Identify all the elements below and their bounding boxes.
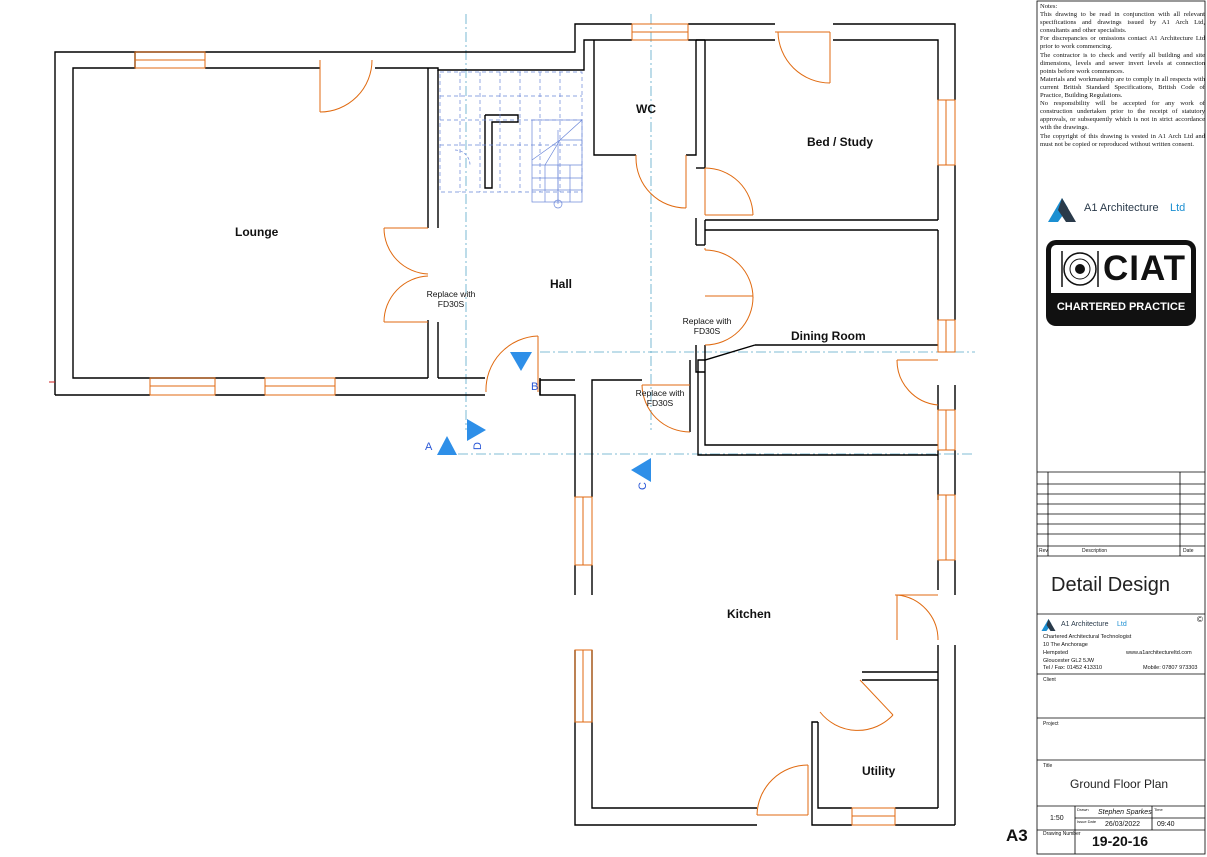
revision-header-description: Description [1082,548,1108,554]
telephone: Tel / Fax: 01452 413310 [1043,665,1103,671]
door-note-dining-line2: FD30S [694,326,721,336]
time-label: Time [1154,807,1163,812]
ciat-subtitle: CHARTERED PRACTICE [1056,301,1186,313]
section-label-a: A [425,441,433,453]
room-label-bed-study: Bed / Study [807,135,873,149]
notes-heading: Notes: [1040,3,1058,10]
issue-time: 09:40 [1157,821,1175,828]
drawing-title: Ground Floor Plan [1070,777,1169,791]
ciat-chartered-practice-logo: CIAT CHARTERED PRACTICE [1046,240,1196,326]
company-logo: A1 Architecture Ltd [1041,616,1141,634]
revision-header-rev: Rev [1039,548,1048,554]
section-arrow-b [510,352,532,371]
room-label-kitchen: Kitchen [727,607,771,621]
room-label-wc: WC [636,102,656,116]
room-label-lounge: Lounge [235,225,279,239]
mobile: Mobile: 07807 973303 [1143,665,1198,671]
drawing-number: 19-20-16 [1092,833,1149,849]
a1-logo-icon [1048,198,1076,222]
section-lines [458,14,975,455]
section-arrow-c [631,458,651,482]
door-note-lounge-line1: Replace with [427,289,476,299]
section-label-d: D [472,442,484,450]
section-arrow-a [437,436,457,455]
client-label: Client [1043,677,1056,683]
sheet-size: A3 [1006,826,1028,845]
drawn-label: Drawn [1077,807,1089,812]
company-logo-icon [1041,619,1056,631]
note-paragraph: The copyright of this drawing is vested … [1040,132,1205,148]
room-label-dining: Dining Room [791,329,866,343]
a1-logo-suffix: Ltd [1170,202,1186,214]
windows [134,23,956,826]
drawing-notes: Notes: This drawing to be read in conjun… [1040,3,1205,183]
address-line-2: Hempsted [1043,650,1069,656]
note-paragraph: Materials and workmanship are to comply … [1040,75,1205,100]
title-label: Title [1043,763,1053,769]
note-paragraph: For discrepancies or omissions contact A… [1040,35,1205,51]
door-note-kitchen-line1: Replace with [636,388,685,398]
door-note-lounge-line2: FD30S [438,299,465,309]
door-note-dining-line1: Replace with [683,316,732,326]
website: www.a1architectureltd.com [1126,650,1192,656]
room-label-utility: Utility [862,764,896,778]
design-stage: Detail Design [1051,574,1170,596]
note-paragraph: This drawing to be read in conjunction w… [1040,11,1205,35]
company-logo-text: A1 Architecture [1061,621,1109,628]
scale: 1:50 [1050,815,1064,822]
revision-header-date: Date [1183,548,1194,554]
drawing-number-label: Drawing Number [1043,831,1081,837]
doors [319,31,939,816]
stairs [439,71,583,209]
section-arrow-d [467,419,486,441]
address-line-1: 10 The Anchorage [1043,642,1088,648]
ciat-wordmark: CIAT [1103,249,1187,288]
company-logo-suffix: Ltd [1117,621,1127,628]
address-line-3: Gloucester GL2 5JW [1043,658,1095,664]
issue-date: 26/03/2022 [1105,821,1141,828]
note-paragraph: No responsibility will be accepted for a… [1040,100,1205,132]
issue-date-label: Issue Date [1077,819,1097,824]
company-title: Chartered Architectural Technologist [1043,634,1132,640]
ciat-logo-panel: CIAT [1051,245,1191,293]
walls [54,23,956,826]
room-label-hall: Hall [550,277,572,291]
ciat-seal-icon [1061,251,1099,287]
copyright-symbol: © [1197,615,1203,624]
door-note-kitchen-line2: FD30S [647,398,674,408]
section-label-b: B [531,381,538,393]
section-label-c: C [637,482,649,490]
drawn-by: Stephen Sparkes [1098,809,1152,816]
note-paragraph: The contractor is to check and verify al… [1040,51,1205,75]
a1-logo-text: A1 Architecture [1084,202,1159,214]
title-block-frame [1036,0,1206,855]
a1-architecture-logo: A1 Architecture Ltd [1048,192,1198,224]
section-arrows [437,352,651,482]
project-label: Project [1043,721,1059,727]
